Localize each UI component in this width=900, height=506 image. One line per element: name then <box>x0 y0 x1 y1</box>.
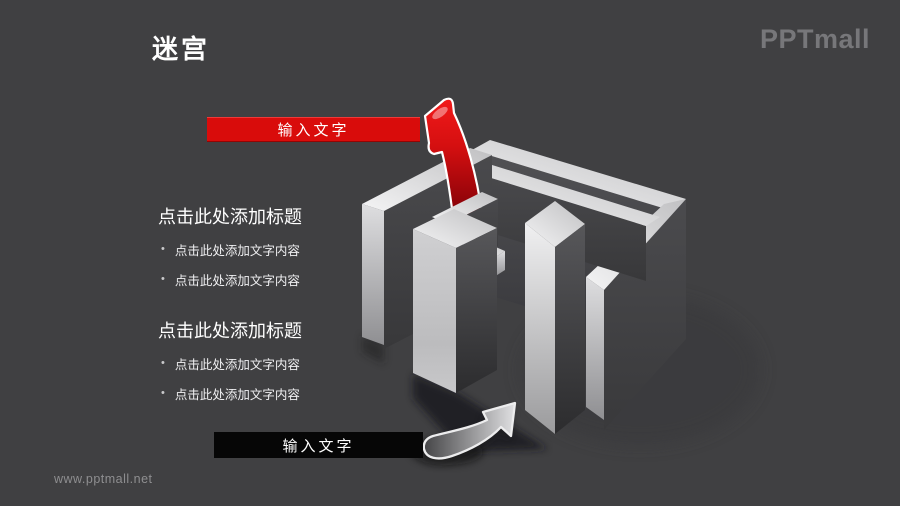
bullet-icon: • <box>161 273 165 285</box>
top-text-banner[interactable]: 输入文字 <box>207 117 420 142</box>
bullet-text: 点击此处添加文字内容 <box>174 274 300 288</box>
top-banner-label: 输入文字 <box>277 122 350 139</box>
list-item[interactable]: • 点击此处添加文字内容 <box>158 384 398 403</box>
list-item[interactable]: • 点击此处添加文字内容 <box>158 354 398 373</box>
pptmall-logo: PPTmall <box>759 24 870 54</box>
text-block-1[interactable]: 点击此处添加标题 • 点击此处添加文字内容 • 点击此处添加文字内容 <box>158 203 398 300</box>
text-block-2[interactable]: 点击此处添加标题 • 点击此处添加文字内容 • 点击此处添加文字内容 <box>158 317 398 414</box>
list-item[interactable]: • 点击此处添加文字内容 <box>158 270 398 289</box>
bullet-icon: • <box>161 243 165 255</box>
bullet-icon: • <box>161 357 165 369</box>
bullet-icon: • <box>161 387 165 399</box>
page-title[interactable]: 迷宫 <box>152 34 211 64</box>
bottom-banner-label: 输入文字 <box>282 437 355 455</box>
bullet-text: 点击此处添加文字内容 <box>174 388 300 402</box>
watermark-url: www.pptmall.net <box>54 472 153 486</box>
block-2-title[interactable]: 点击此处添加标题 <box>158 321 302 341</box>
bullet-text: 点击此处添加文字内容 <box>174 244 300 258</box>
block-1-title[interactable]: 点击此处添加标题 <box>158 207 302 227</box>
gray-entry-arrow-icon <box>411 401 517 465</box>
list-item[interactable]: • 点击此处添加文字内容 <box>158 240 398 259</box>
maze-inner-walls <box>413 192 585 434</box>
bottom-text-banner[interactable]: 输入文字 <box>214 432 423 458</box>
bullet-text: 点击此处添加文字内容 <box>174 358 300 372</box>
